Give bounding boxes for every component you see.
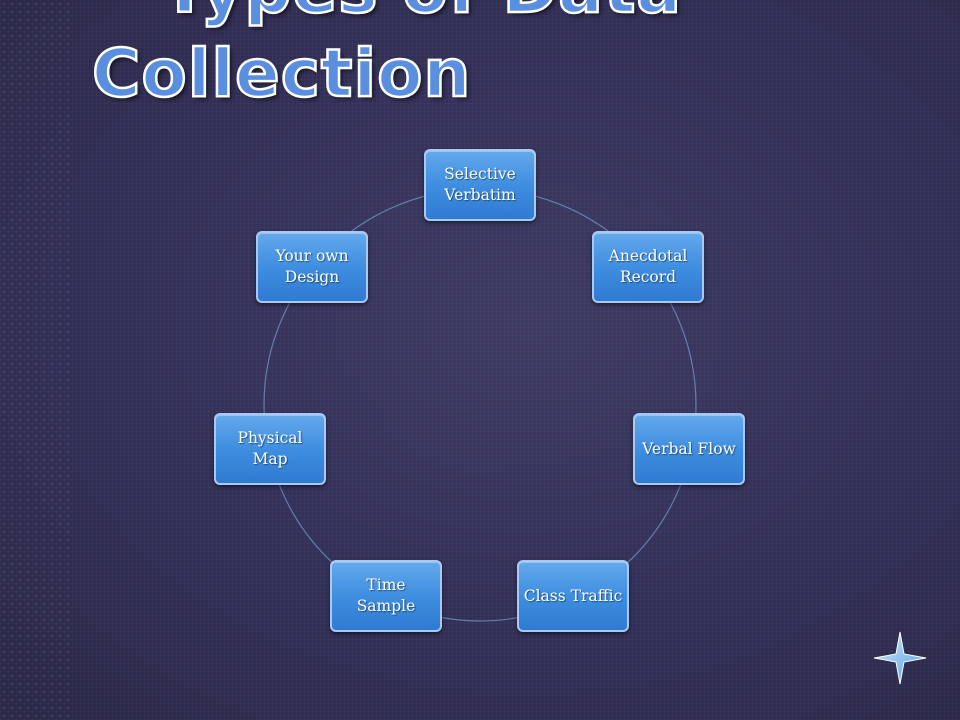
- node-label: Anecdotal Record: [608, 247, 688, 286]
- node-label: Selective Verbatim: [444, 165, 516, 204]
- node-physical-map[interactable]: Physical Map: [214, 413, 326, 485]
- node-label: Time Sample: [356, 576, 416, 615]
- four-point-star-icon: [873, 631, 927, 685]
- node-label: Verbal Flow: [642, 439, 736, 458]
- slide-title-line-1: Types of Data: [92, 0, 682, 32]
- node-anecdotal-record[interactable]: Anecdotal Record: [592, 231, 704, 303]
- node-selective-verbatim[interactable]: Selective Verbatim: [424, 149, 536, 221]
- node-label: Your own Design: [275, 247, 349, 286]
- slide-title: Types of Data Collection: [91, 0, 682, 116]
- node-class-traffic[interactable]: Class Traffic: [517, 560, 629, 632]
- node-label: Class Traffic: [523, 586, 623, 605]
- node-time-sample[interactable]: Time Sample: [330, 560, 442, 632]
- node-label: Physical Map: [237, 429, 303, 468]
- node-your-own-design[interactable]: Your own Design: [256, 231, 368, 303]
- slide-title-line-2: Collection: [91, 34, 472, 114]
- node-verbal-flow[interactable]: Verbal Flow: [633, 413, 745, 485]
